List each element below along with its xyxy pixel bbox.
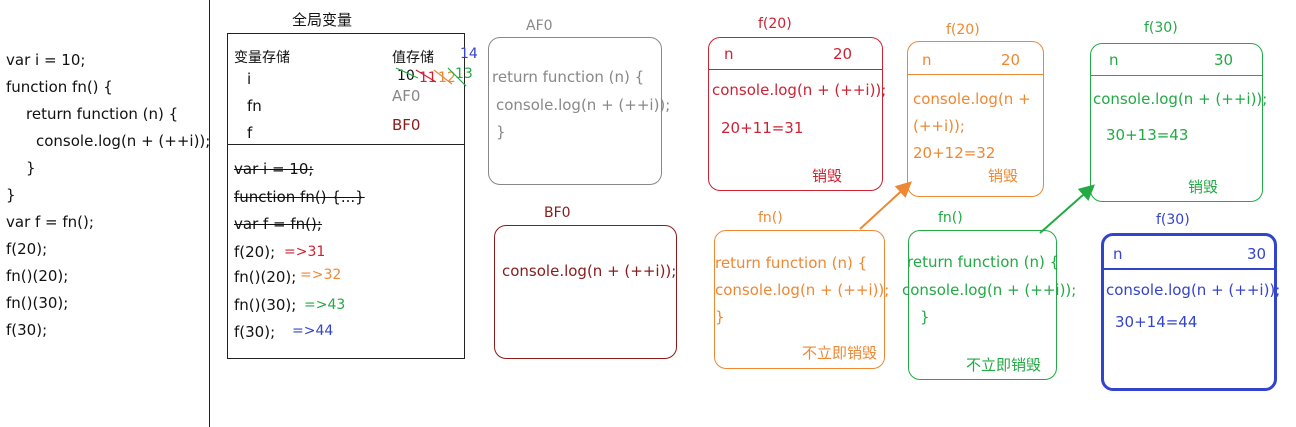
code-line: fn()(30); xyxy=(6,294,69,312)
f20-a-divider xyxy=(708,69,883,70)
fn-b-line: return function (n) { xyxy=(907,253,1060,271)
f30-b-box xyxy=(1101,233,1277,391)
f30-a-status: 销毁 xyxy=(1188,178,1219,196)
f20-a-status: 销毁 xyxy=(812,167,843,185)
i-crossout-marks xyxy=(395,67,467,87)
result-43: =>43 xyxy=(304,297,346,313)
fn-b-label: fn() xyxy=(938,210,963,226)
f20-a-calc: 20+11=31 xyxy=(721,119,804,137)
step-line: f(20); xyxy=(234,243,276,261)
code-line: } xyxy=(26,159,36,177)
f30-a-label: f(30) xyxy=(1144,20,1178,36)
f20-a-log: console.log(n + (++i)); xyxy=(712,81,887,99)
fn-a-label: fn() xyxy=(758,210,783,226)
result-31: =>31 xyxy=(284,244,326,260)
code-line: return function (n) { xyxy=(26,105,179,123)
f30-a-calc: 30+13=43 xyxy=(1106,126,1189,144)
fn-b-box xyxy=(908,230,1057,380)
f30-b-log: console.log(n + (++i)); xyxy=(1106,281,1281,299)
code-line: } xyxy=(6,186,16,204)
f20-b-calc: 20+12=32 xyxy=(913,144,996,162)
f20-b-label: f(20) xyxy=(946,22,980,38)
global-title: 全局变量 xyxy=(292,11,353,29)
var-fn: fn xyxy=(247,97,262,115)
f30-a-n-label: n xyxy=(1109,51,1119,69)
f20-a-n-value: 20 xyxy=(833,45,853,63)
global-scope-box xyxy=(227,33,465,359)
arrow-fn-b-to-f30-a xyxy=(1039,184,1095,234)
f30-b-label: f(30) xyxy=(1156,212,1190,228)
step-line: var f = fn(); xyxy=(234,215,322,233)
code-line: f(30); xyxy=(6,321,48,339)
arrow-fn-a-to-f20-b xyxy=(859,181,912,230)
fn-b-line: } xyxy=(920,308,930,326)
code-line: console.log(n + (++i)); xyxy=(36,132,211,150)
step-line: fn()(30); xyxy=(234,296,297,314)
divider xyxy=(209,0,210,427)
f30-a-n-value: 30 xyxy=(1214,51,1234,69)
af0-box xyxy=(488,37,662,185)
f30-b-calc: 30+14=44 xyxy=(1115,313,1198,331)
fn-value: AF0 xyxy=(392,87,421,105)
fn-b-status: 不立即销毁 xyxy=(966,356,1042,374)
code-line: fn()(20); xyxy=(6,267,69,285)
f20-b-status: 销毁 xyxy=(988,167,1019,185)
i-value-13: 13 xyxy=(455,66,473,82)
fn-a-status: 不立即销毁 xyxy=(802,344,878,362)
global-scope-divider xyxy=(227,144,465,145)
f30-b-divider xyxy=(1102,268,1276,270)
af0-line: console.log(n + (++i)); xyxy=(496,96,671,114)
var-f: f xyxy=(247,124,253,142)
result-44: =>44 xyxy=(292,323,334,339)
f20-a-box xyxy=(708,37,883,191)
fn-a-line: } xyxy=(715,308,725,326)
code-line: f(20); xyxy=(6,240,48,258)
fn-b-line: console.log(n + (++i)); xyxy=(902,281,1077,299)
f20-b-n-label: n xyxy=(922,51,932,69)
f20-a-label: f(20) xyxy=(758,16,792,32)
f20-b-log-1: console.log(n + xyxy=(913,90,1031,108)
step-line: var i = 10; xyxy=(234,160,314,178)
i-value-10: 10 xyxy=(397,68,415,84)
var-i: i xyxy=(247,70,252,88)
step-line: function fn() {...} xyxy=(234,188,365,206)
af0-label: AF0 xyxy=(526,18,553,34)
code-line: var i = 10; xyxy=(6,51,86,69)
f30-a-divider xyxy=(1090,75,1263,76)
code-line: function fn() { xyxy=(6,78,113,96)
value-storage-header: 值存储 xyxy=(392,50,434,66)
i-value-12: 12 xyxy=(438,70,456,86)
var-storage-header: 变量存储 xyxy=(234,50,290,66)
f20-b-n-value: 20 xyxy=(1001,51,1021,69)
f30-b-n-label: n xyxy=(1113,245,1123,263)
code-line: var f = fn(); xyxy=(6,213,94,231)
fn-a-box xyxy=(714,230,885,369)
af0-line: } xyxy=(496,123,506,141)
fn-a-line: return function (n) { xyxy=(715,254,868,272)
bf0-box xyxy=(494,225,677,359)
f30-a-log: console.log(n + (++i)); xyxy=(1093,90,1268,108)
f30-b-n-value: 30 xyxy=(1247,245,1267,263)
f30-a-box xyxy=(1090,43,1263,202)
bf0-label: BF0 xyxy=(544,205,571,221)
f20-b-log-2: (++i)); xyxy=(913,117,965,135)
f-value: BF0 xyxy=(392,116,421,134)
f20-b-box xyxy=(907,41,1044,197)
f20-b-divider xyxy=(907,74,1044,75)
af0-line: return function (n) { xyxy=(492,68,645,86)
fn-a-line: console.log(n + (++i)); xyxy=(715,281,890,299)
step-line: f(30); xyxy=(234,323,276,341)
step-line: fn()(20); xyxy=(234,268,297,286)
bf0-line: console.log(n + (++i)); xyxy=(502,262,677,280)
i-value-14: 14 xyxy=(460,46,478,62)
result-32: =>32 xyxy=(300,267,342,283)
f20-a-n-label: n xyxy=(724,45,734,63)
